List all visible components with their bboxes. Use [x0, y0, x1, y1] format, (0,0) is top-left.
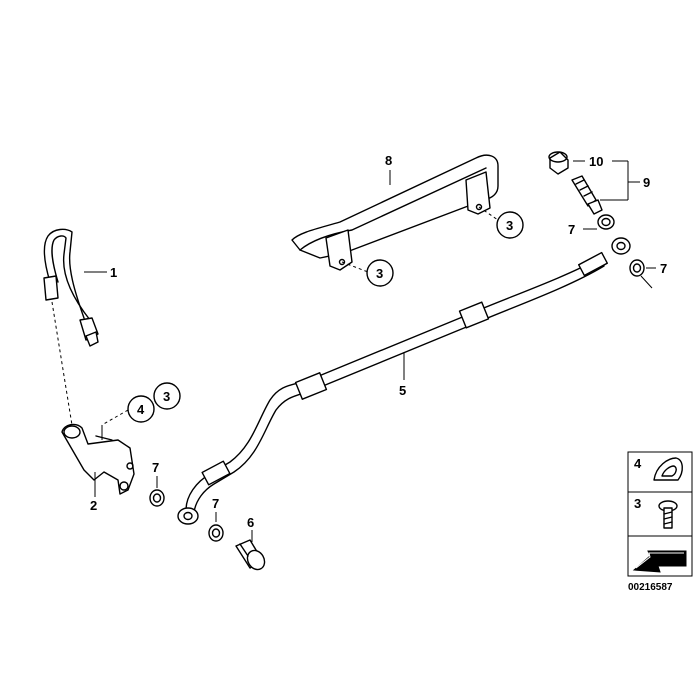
legend-label-4: 4 [634, 456, 642, 471]
callout-circle-3c [496, 211, 524, 239]
seal-ring-7c[interactable] [597, 214, 615, 230]
part-5-hose[interactable] [177, 237, 631, 525]
callout-7c: 7 [568, 222, 575, 237]
callout-8: 8 [385, 153, 392, 168]
callout-5: 5 [399, 383, 406, 398]
callout-3a: 3 [163, 389, 170, 404]
part-10-cap[interactable] [548, 151, 569, 175]
seal-ring-7b[interactable] [208, 524, 224, 542]
callout-7d: 7 [660, 261, 667, 276]
washer-shape-icon [653, 457, 683, 481]
seal-ring-7d[interactable] [629, 259, 645, 277]
callout-6: 6 [247, 515, 254, 530]
callout-circle-3b [366, 259, 394, 287]
part-1-pipe[interactable] [43, 228, 99, 347]
callout-4: 4 [137, 402, 145, 417]
callout-10: 10 [589, 154, 603, 169]
callout-circle-4 [127, 395, 155, 423]
part-6-banjo-bolt[interactable] [235, 539, 268, 573]
callout-7a: 7 [152, 460, 159, 475]
legend-panel: 4 3 [627, 451, 693, 577]
callout-circle-3a [153, 382, 181, 410]
legend-label-3: 3 [634, 496, 641, 511]
connection-line-1-2 [51, 301, 73, 426]
diagram-id: 00216587 [628, 582, 673, 593]
leader-4-3 [101, 409, 129, 426]
callout-3c: 3 [506, 218, 513, 233]
screw-shape-icon [658, 500, 678, 529]
seal-ring-7a[interactable] [149, 489, 165, 507]
callout-9: 9 [643, 175, 650, 190]
part-8-heat-shield[interactable] [291, 154, 499, 271]
callout-7b: 7 [212, 496, 219, 511]
part-2-pipe-bracket[interactable] [61, 423, 135, 495]
callout-2: 2 [90, 498, 97, 513]
callout-3b: 3 [376, 266, 383, 281]
callout-1: 1 [110, 265, 117, 280]
part-9-fitting[interactable] [571, 175, 603, 215]
